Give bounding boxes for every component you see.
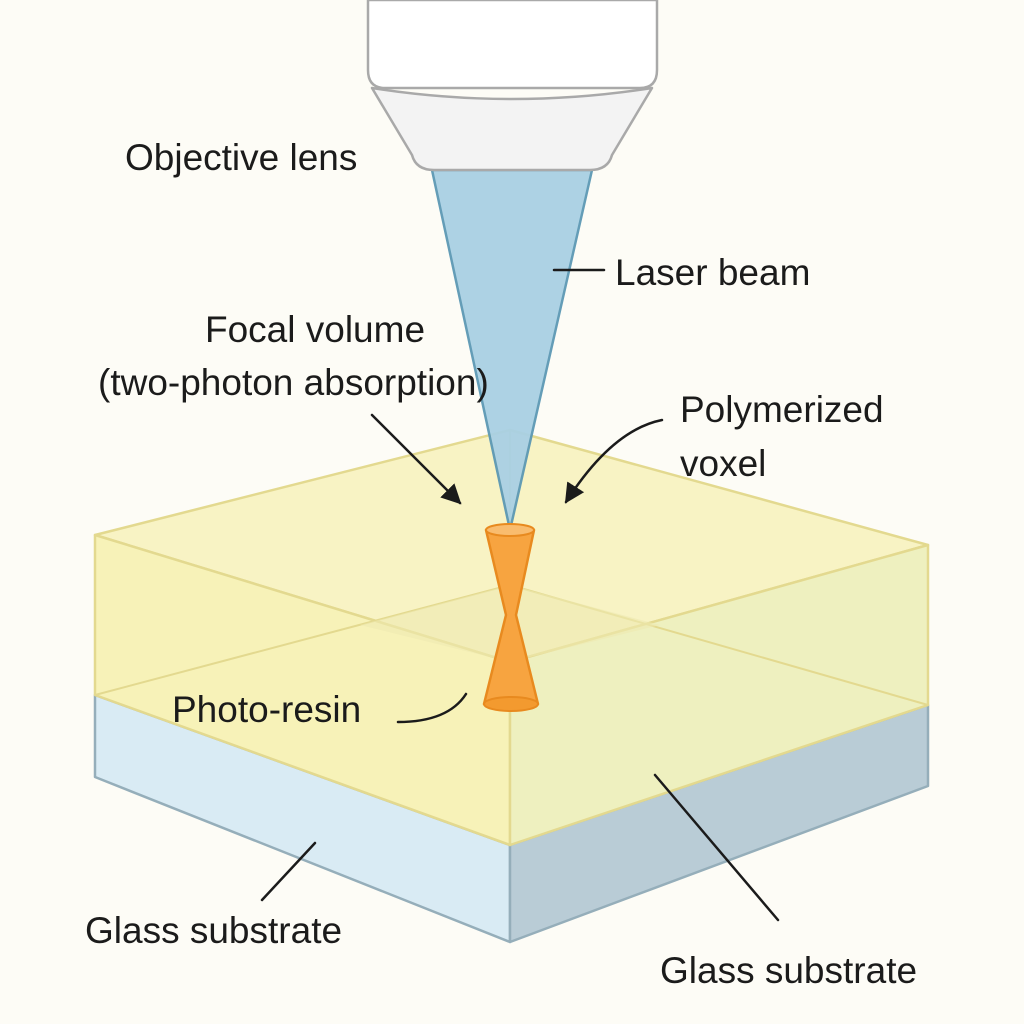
objective-lens (366, 0, 659, 172)
objective-lens-barrel (366, 0, 659, 90)
glass-substrate-left-leader (260, 841, 317, 902)
leader-lines (260, 268, 780, 922)
photo-resin-block (93, 428, 930, 847)
photo-resin-label: Photo-resin (172, 689, 361, 730)
focal-volume-arrow (370, 413, 462, 505)
polymerized-voxel-label-line2: voxel (680, 443, 766, 484)
polymerized-voxel-label-line1: Polymerized (680, 389, 884, 430)
focal-volume-label-line2: (two-photon absorption) (98, 362, 489, 403)
glass-substrate-right-label: Glass substrate (660, 950, 917, 991)
objective-lens-label: Objective lens (125, 137, 357, 178)
voxel-bottom-cap (483, 696, 539, 712)
polymerized-voxel-arrow (564, 418, 664, 504)
glass-substrate-left-label: Glass substrate (85, 910, 342, 951)
glass-substrate-right-leader (653, 773, 780, 922)
focal-volume-label-line1: Focal volume (205, 309, 425, 350)
laser-beam-label: Laser beam (615, 252, 810, 293)
photo-resin-leader (396, 692, 468, 724)
voxel-top-cap (485, 523, 535, 537)
labels: Objective lens Laser beam Focal volume (… (85, 137, 917, 991)
objective-lens-nose (370, 86, 654, 172)
polymerized-voxel (482, 523, 540, 712)
resin-inner-edge (94, 584, 511, 696)
